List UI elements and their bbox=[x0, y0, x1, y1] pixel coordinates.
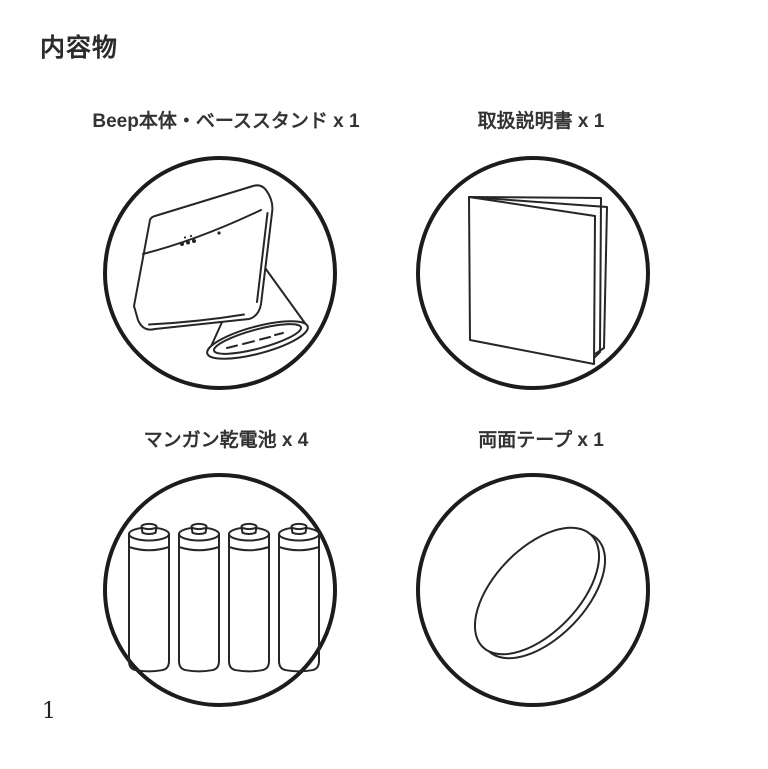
beep-device-with-base-stand-icon bbox=[133, 184, 309, 360]
item-label-manual: 取扱説明書 x 1 bbox=[477, 111, 605, 132]
page-number: 1 bbox=[42, 699, 56, 724]
item-label-beep-unit: Beep本体・ベーススタンド x 1 bbox=[92, 111, 360, 132]
item-label-batteries: マンガン乾電池 x 4 bbox=[143, 430, 309, 451]
item-label-tape: 両面テープ x 1 bbox=[478, 430, 604, 451]
page-title: 内容物 bbox=[40, 34, 119, 62]
double-sided-tape-disc-icon bbox=[473, 526, 607, 660]
instruction-manual-booklet-icon bbox=[468, 196, 608, 365]
manganese-dry-batteries-icon bbox=[128, 522, 320, 673]
